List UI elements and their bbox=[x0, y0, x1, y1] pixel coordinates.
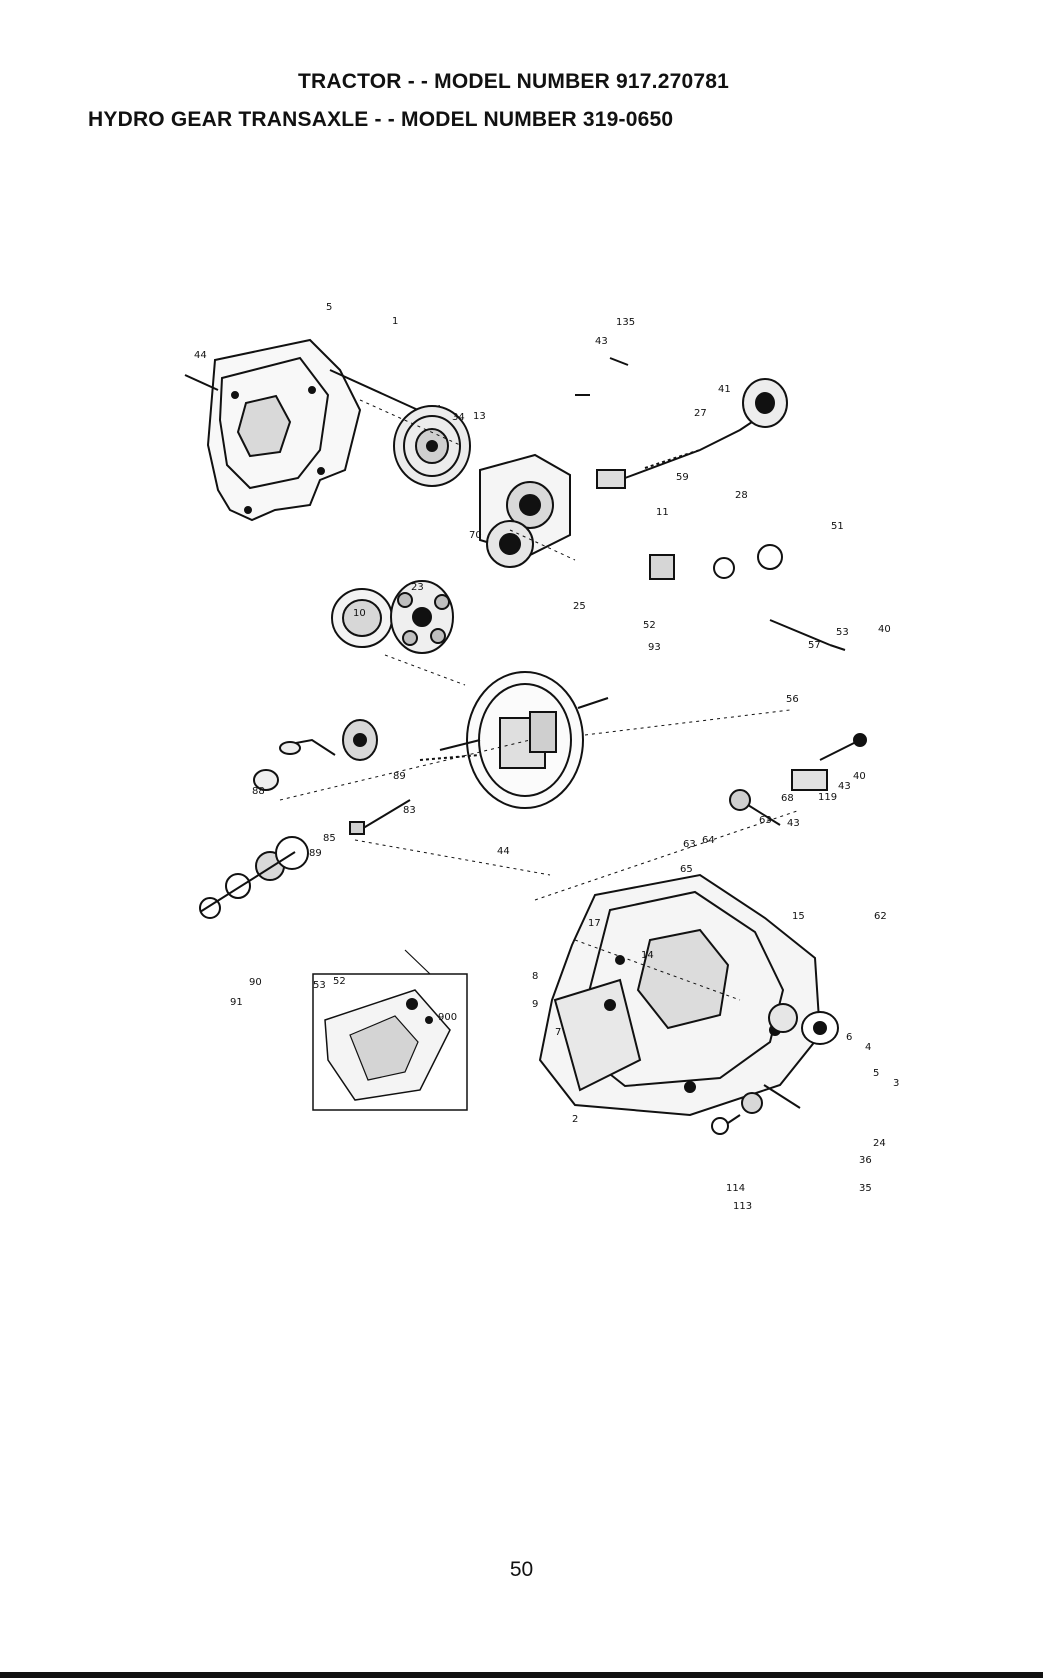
callout-34: 34 bbox=[452, 412, 465, 423]
callout-62: 62 bbox=[874, 911, 887, 922]
callout-53-left: 53 bbox=[313, 980, 326, 991]
callout-40: 40 bbox=[878, 624, 891, 635]
callout-59: 59 bbox=[676, 472, 689, 483]
page-number: 50 bbox=[0, 1558, 1043, 1582]
callout-900: 900 bbox=[438, 1012, 457, 1023]
callout-135: 135 bbox=[616, 317, 635, 328]
callout-83: 83 bbox=[403, 805, 416, 816]
callout-64: 64 bbox=[702, 835, 715, 846]
page-subtitle-transaxle-model: HYDRO GEAR TRANSAXLE - - MODEL NUMBER 31… bbox=[88, 108, 673, 132]
callout-88: 88 bbox=[252, 786, 265, 797]
lower-left-parts bbox=[200, 837, 308, 918]
callout-35: 35 bbox=[859, 1183, 872, 1194]
callout-52: 52 bbox=[643, 620, 656, 631]
callout-6: 6 bbox=[846, 1032, 852, 1043]
callout-93: 93 bbox=[648, 642, 661, 653]
upper-middle-assembly bbox=[480, 358, 787, 567]
callout-9: 9 bbox=[532, 999, 538, 1010]
callout-90: 90 bbox=[249, 977, 262, 988]
callout-27: 27 bbox=[694, 408, 707, 419]
callout-85: 85 bbox=[323, 833, 336, 844]
callout-15: 15 bbox=[792, 911, 805, 922]
exploded-parts-diagram: 5 1 44 34 135 43 13 41 27 28 59 11 70 23… bbox=[180, 300, 900, 1230]
planetary-gear-set bbox=[332, 581, 453, 653]
callout-3: 3 bbox=[893, 1078, 899, 1089]
callout-36: 36 bbox=[859, 1155, 872, 1166]
callout-25: 25 bbox=[573, 601, 586, 612]
callout-5: 5 bbox=[326, 302, 332, 313]
callout-65: 65 bbox=[680, 864, 693, 875]
callout-89-bottom: 89 bbox=[309, 848, 322, 859]
callout-17: 17 bbox=[588, 918, 601, 929]
callout-114: 114 bbox=[726, 1183, 745, 1194]
callout-1: 1 bbox=[392, 316, 398, 327]
callout-7: 7 bbox=[555, 1027, 561, 1038]
callout-8: 8 bbox=[532, 971, 538, 982]
callout-113: 113 bbox=[733, 1201, 752, 1212]
callout-51: 51 bbox=[831, 521, 844, 532]
callout-2: 2 bbox=[572, 1114, 578, 1125]
callout-13: 13 bbox=[473, 411, 486, 422]
callout-24: 24 bbox=[873, 1138, 886, 1149]
callout-44-gear: 44 bbox=[497, 846, 510, 857]
ring-gear bbox=[440, 672, 608, 808]
callout-70: 70 bbox=[469, 530, 482, 541]
callout-63-lower: 63 bbox=[683, 839, 696, 850]
main-transaxle-housing bbox=[540, 875, 820, 1115]
callout-23: 23 bbox=[411, 582, 424, 593]
page-title-tractor-model: TRACTOR - - MODEL NUMBER 917.270781 bbox=[298, 70, 729, 94]
callout-10: 10 bbox=[353, 608, 366, 619]
diagram-graphic bbox=[180, 300, 900, 1230]
callout-91: 91 bbox=[230, 997, 243, 1008]
callout-119: 119 bbox=[818, 792, 837, 803]
bottom-border bbox=[0, 1672, 1043, 1678]
callout-56: 56 bbox=[786, 694, 799, 705]
callout-5-right: 5 bbox=[873, 1068, 879, 1079]
callout-14: 14 bbox=[641, 950, 654, 961]
callout-28: 28 bbox=[735, 490, 748, 501]
callout-44: 44 bbox=[194, 350, 207, 361]
callout-68: 68 bbox=[781, 793, 794, 804]
callout-89-top: 89 bbox=[393, 771, 406, 782]
left-lower-assembly bbox=[254, 720, 480, 834]
right-small-parts bbox=[650, 545, 866, 825]
inset-detail-box bbox=[313, 950, 467, 1110]
callout-53: 53 bbox=[836, 627, 849, 638]
callout-11: 11 bbox=[656, 507, 669, 518]
callout-43-lower: 43 bbox=[787, 818, 800, 829]
callout-43-upper: 43 bbox=[838, 781, 851, 792]
callout-43: 43 bbox=[595, 336, 608, 347]
callout-52-left: 52 bbox=[333, 976, 346, 987]
callout-40-upper: 40 bbox=[853, 771, 866, 782]
callout-4: 4 bbox=[865, 1042, 871, 1053]
callout-63-upper: 63 bbox=[759, 815, 772, 826]
callout-41: 41 bbox=[718, 384, 731, 395]
callout-57: 57 bbox=[808, 640, 821, 651]
